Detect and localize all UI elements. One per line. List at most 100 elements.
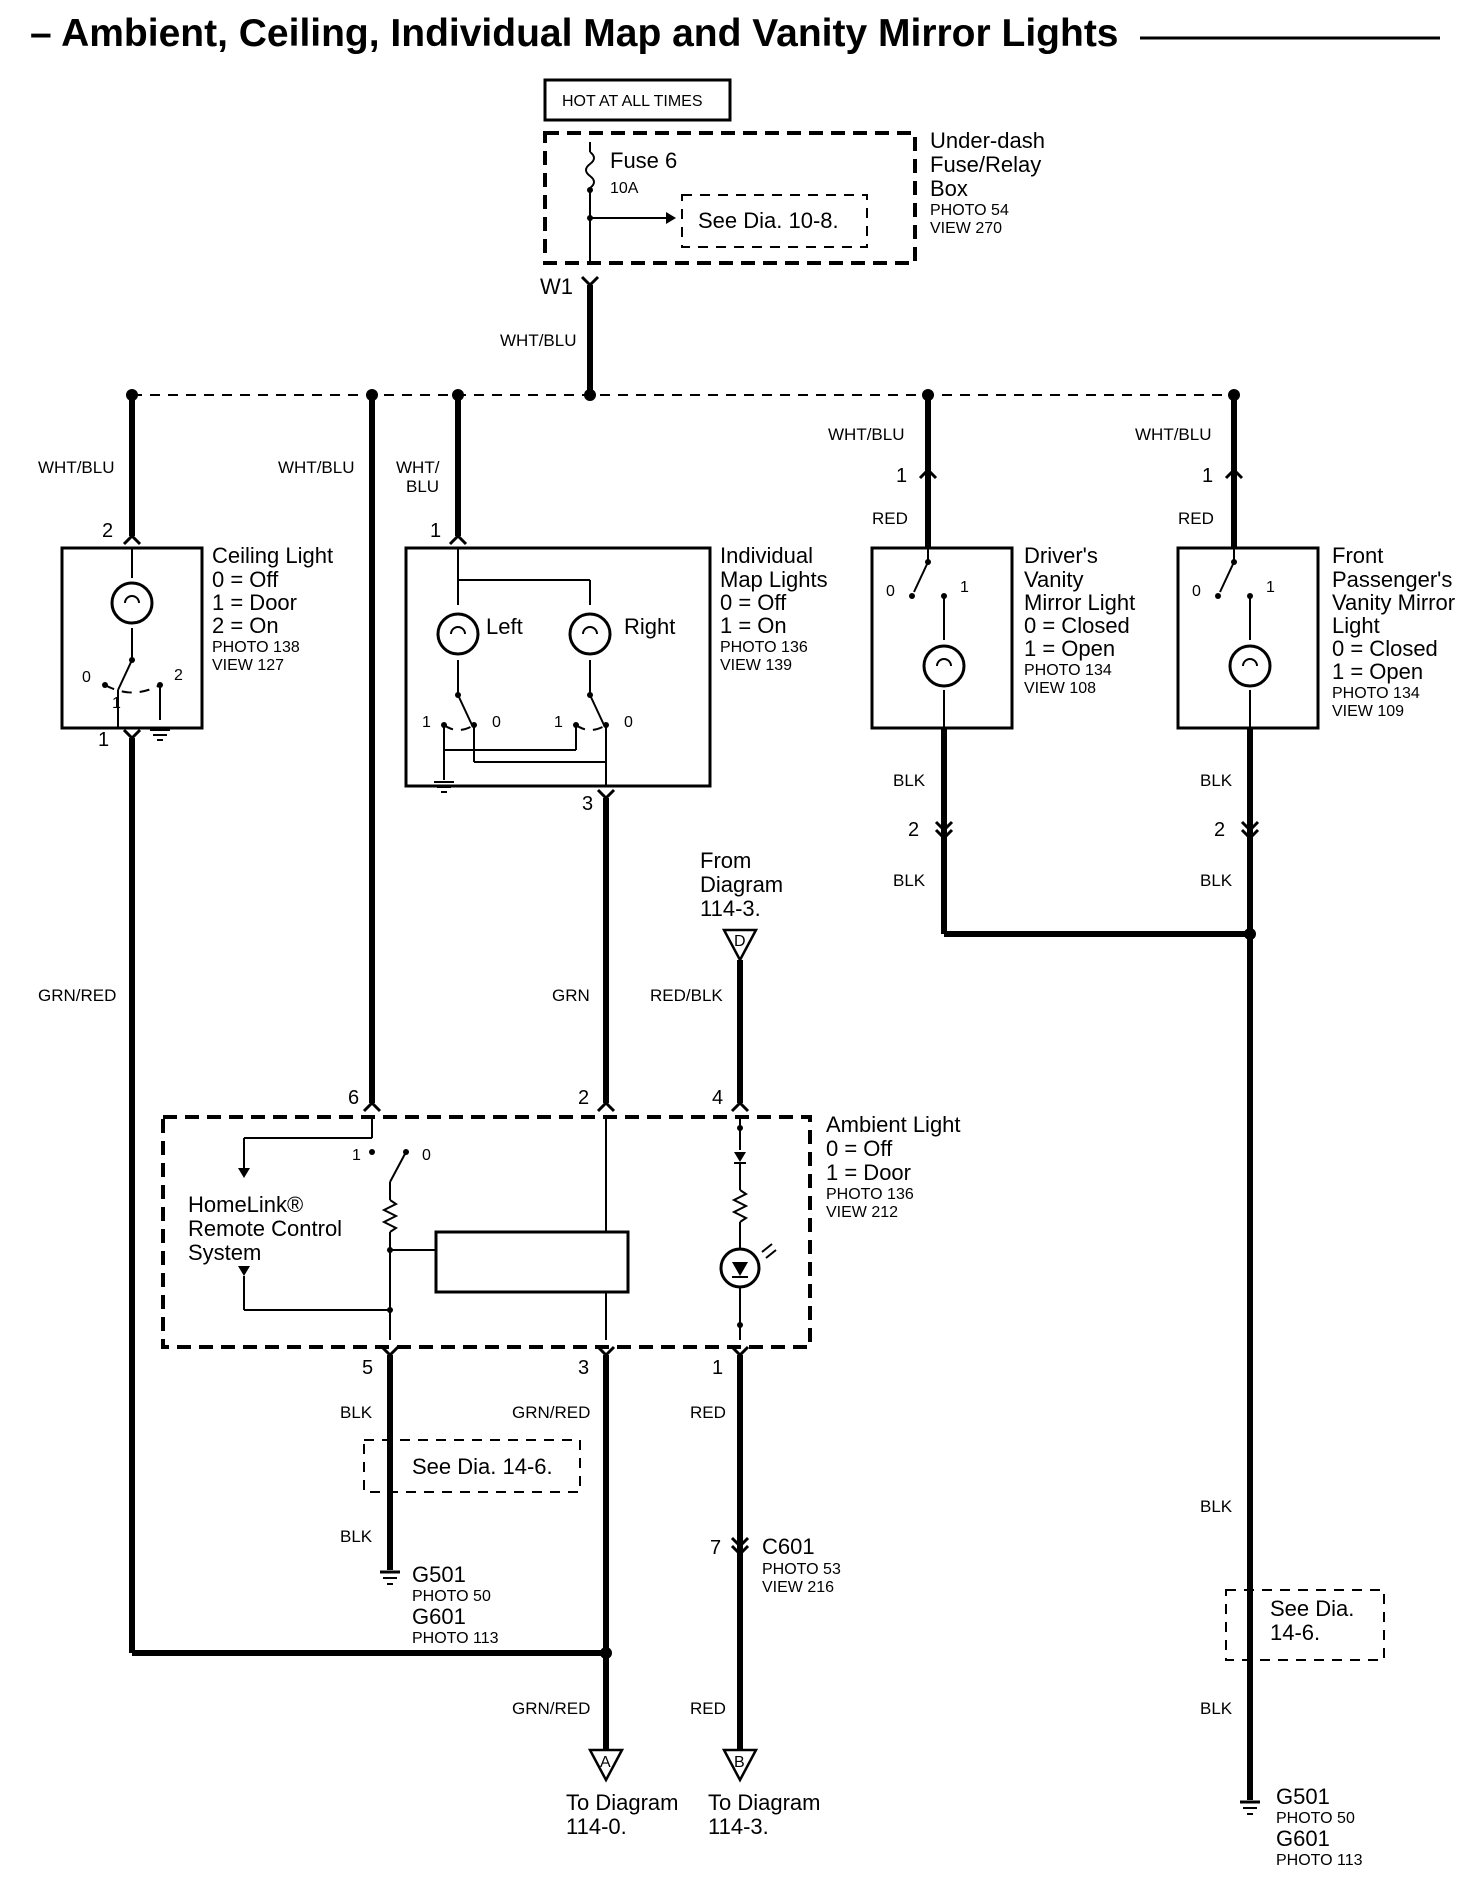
hot-label-box <box>543 78 732 122</box>
fuse-box-outline <box>543 131 917 265</box>
connector <box>934 820 954 841</box>
ground2-g601-photo: PHOTO 113 <box>1276 1852 1363 1869</box>
ambient-photo: PHOTO 136 <box>826 1186 914 1203</box>
pin-label: 7 <box>710 1537 721 1559</box>
ceiling-name: Ceiling Light <box>212 543 333 568</box>
wire-label: BLK <box>893 871 926 890</box>
c601-view: VIEW 216 <box>762 1579 834 1596</box>
connector <box>1240 820 1260 841</box>
from-diagram-3: 114-3. <box>700 896 761 921</box>
ceiling-view: VIEW 127 <box>212 657 284 674</box>
fuse-6-symbol <box>585 142 676 262</box>
w1-connector <box>580 275 600 288</box>
passenger-name-1: Front <box>1332 543 1383 568</box>
pin-label: 1 <box>896 465 907 487</box>
to-diagram-a-triangle <box>587 1748 625 1783</box>
from-diagram-1: From <box>700 848 751 873</box>
fuse-name: Fuse 6 <box>610 148 677 173</box>
pin-label: 1 <box>712 1357 723 1379</box>
pin-label: 0 <box>492 714 501 731</box>
ground-g601-photo: PHOTO 113 <box>412 1630 499 1647</box>
to-b-letter: B <box>734 1754 745 1771</box>
pin-label: 1 <box>352 1147 361 1164</box>
map-name-2: Map Lights <box>720 567 828 592</box>
pin-label: 2 <box>908 819 919 841</box>
connector <box>596 788 616 801</box>
splice-point <box>600 1647 612 1659</box>
wire-label: GRN/RED <box>512 1699 590 1718</box>
fuse-box-photo: PHOTO 54 <box>930 202 1009 219</box>
pin-label: 3 <box>582 793 593 815</box>
to-a-letter: A <box>600 1754 611 1771</box>
wire-label: RED/BLK <box>650 986 723 1005</box>
ceiling-state-2: 2 = On <box>212 613 279 638</box>
ground-g501: G501 <box>412 1562 466 1587</box>
see-dia-box-right <box>1225 1589 1385 1661</box>
driver-name-3: Mirror Light <box>1024 590 1135 615</box>
wire-label: WHT/BLU <box>278 458 355 477</box>
connector <box>918 467 938 480</box>
fuse-box-view: VIEW 270 <box>930 220 1002 237</box>
connector <box>1224 467 1244 480</box>
pin-label: 0 <box>1192 583 1201 600</box>
wire-label: BLK <box>1200 771 1233 790</box>
see-dia-right-1: See Dia. <box>1270 1596 1354 1621</box>
driver-name-2: Vanity <box>1024 567 1084 592</box>
c601-photo: PHOTO 53 <box>762 1561 841 1578</box>
ceiling-state-0: 0 = Off <box>212 567 279 592</box>
map-view: VIEW 139 <box>720 657 792 674</box>
map-state-0: 0 = Off <box>720 590 787 615</box>
driver-photo: PHOTO 134 <box>1024 662 1112 679</box>
wire-label: WHT/BLU <box>1135 425 1212 444</box>
pin-label: 2 <box>102 520 113 542</box>
ceiling-state-1: 1 = Door <box>212 590 297 615</box>
wire-label: BLK <box>1200 1699 1233 1718</box>
wire-label: WHT/ <box>396 458 440 477</box>
map-left-label: Left <box>486 614 523 639</box>
homelink-1: HomeLink® <box>188 1192 303 1217</box>
fuse-box-name-1: Under-dash <box>930 128 1045 153</box>
to-b-1: To Diagram <box>708 1790 820 1815</box>
pin-label: 5 <box>362 1357 373 1379</box>
ambient-state-1: 1 = Door <box>826 1160 911 1185</box>
map-right-label: Right <box>624 614 675 639</box>
fuse-ref: See Dia. 10-8. <box>698 208 839 233</box>
wire-label: WHT/BLU <box>38 458 115 477</box>
driver-state-0: 0 = Closed <box>1024 613 1130 638</box>
fuse-ref-box <box>681 194 868 248</box>
pin-label: 0 <box>886 583 895 600</box>
to-a-2: 114-0. <box>566 1814 627 1839</box>
pin-label: 1 <box>98 729 109 751</box>
passenger-photo: PHOTO 134 <box>1332 685 1420 702</box>
to-diagram-b-triangle <box>721 1748 759 1783</box>
wire-label: BLK <box>1200 871 1233 890</box>
splice-point <box>1244 928 1256 940</box>
ambient-internal <box>238 1117 777 1340</box>
passenger-state-1: 1 = Open <box>1332 659 1423 684</box>
wire-label: RED <box>1178 509 1214 528</box>
ground-g501-photo: PHOTO 50 <box>412 1588 491 1605</box>
ground-icon <box>1240 1800 1260 1815</box>
passenger-state-0: 0 = Closed <box>1332 636 1438 661</box>
wire-label: BLK <box>893 771 926 790</box>
pin-label: 1 <box>1202 465 1213 487</box>
passenger-vanity-box <box>1176 546 1320 730</box>
fuse-box-name-2: Fuse/Relay <box>930 152 1041 177</box>
driver-view: VIEW 108 <box>1024 680 1096 697</box>
ambient-name: Ambient Light <box>826 1112 961 1137</box>
pin-label: 1 <box>112 695 121 712</box>
ambient-pin-headers <box>362 1100 750 1113</box>
ambient-view: VIEW 212 <box>826 1204 898 1221</box>
map-lights-internal <box>436 548 612 786</box>
map-photo: PHOTO 136 <box>720 639 808 656</box>
wire-label: WHT/BLU <box>828 425 905 444</box>
ceiling-photo: PHOTO 138 <box>212 639 300 656</box>
pin-label: 0 <box>624 714 633 731</box>
hot-label: HOT AT ALL TIMES <box>562 93 703 110</box>
page-title: – Ambient, Ceiling, Individual Map and V… <box>30 12 1119 55</box>
driver-vanity-box <box>870 546 1014 730</box>
map-name-1: Individual <box>720 543 813 568</box>
ambient-state-0: 0 = Off <box>826 1136 893 1161</box>
connector <box>122 728 142 741</box>
from-diagram-letter: D <box>734 933 746 950</box>
